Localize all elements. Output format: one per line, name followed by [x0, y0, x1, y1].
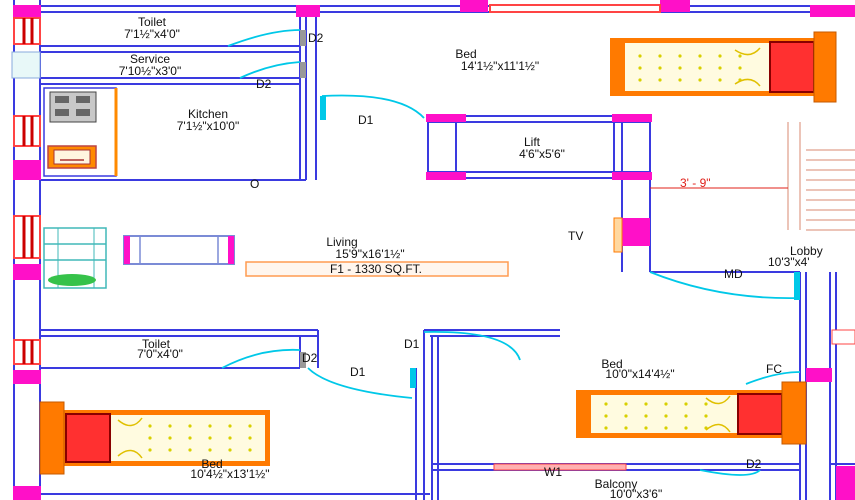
toilet-bottom-size: 7'0"x4'0" [137, 347, 183, 361]
dining-table [123, 235, 235, 265]
lobby-size: 10'3"x4' [768, 255, 810, 269]
door-d1-bed-left: D1 [350, 365, 366, 379]
bed-right-size: 10'0"x14'4½" [605, 367, 674, 381]
service-name: Service [130, 52, 170, 66]
door-d2-service: D2 [256, 77, 272, 91]
door-d1-bed-right: D1 [404, 337, 420, 351]
dimension-3-9: 3' - 9" [680, 176, 711, 190]
service-size: 7'10½"x3'0" [119, 64, 181, 78]
door-md: MD [724, 267, 743, 281]
tv-label: TV [568, 229, 583, 243]
bed-top-right [610, 31, 837, 103]
lobby-name: Lobby [790, 244, 823, 258]
toilet-bottom-name: Toilet [142, 337, 171, 351]
staircase [787, 122, 855, 231]
area-tag-box [245, 261, 509, 277]
door-o-kitchen: O [250, 177, 259, 191]
lift-name: Lift [524, 135, 541, 149]
lift-size: 4'6"x5'6" [519, 147, 565, 161]
room-labels: Toilet 7'1½"x4'0" Service 7'10½"x3'0" Ki… [119, 15, 823, 500]
sofa [43, 227, 107, 289]
living-name: Living [326, 235, 357, 249]
windows-left [13, 4, 855, 471]
kitchen-size: 7'1½"x10'0" [177, 119, 239, 133]
columns [13, 0, 855, 500]
door-d2-toilet-top: D2 [308, 31, 324, 45]
door-d2-balcony: D2 [746, 457, 762, 471]
door-labels: D2 D2 D1 O MD TV D2 D1 D1 FC W1 D2 3' - … [250, 31, 782, 479]
area-tag: F1 - 1330 SQ.FT. [330, 262, 422, 276]
bed-top-size: 14'1½"x11'1½" [461, 59, 539, 73]
door-d1-kitchen: D1 [358, 113, 374, 127]
bed-left-size: 10'4½"x13'1½" [190, 467, 269, 481]
bed-bottom-right [576, 381, 807, 445]
kitchen-name: Kitchen [188, 107, 228, 121]
balcony-size: 10'0"x3'6" [610, 487, 662, 500]
bed-bottom-left [39, 401, 270, 475]
balcony-name: Balcony [595, 477, 638, 491]
bed-right-name: Bed [601, 357, 622, 371]
bed-left-name: Bed [201, 457, 222, 471]
door-d2-toilet-bottom: D2 [302, 351, 318, 365]
door-swings [221, 29, 801, 476]
service-window [11, 51, 41, 79]
kitchen-counter [43, 87, 118, 177]
living-size: 15'9"x16'1½" [335, 247, 404, 261]
bed-top-name: Bed [455, 47, 476, 61]
door-fc: FC [766, 362, 782, 376]
tv-unit [613, 217, 623, 253]
window-w1: W1 [544, 465, 562, 479]
toilet-top-size: 7'1½"x4'0" [124, 27, 180, 41]
toilet-top-name: Toilet [138, 15, 167, 29]
